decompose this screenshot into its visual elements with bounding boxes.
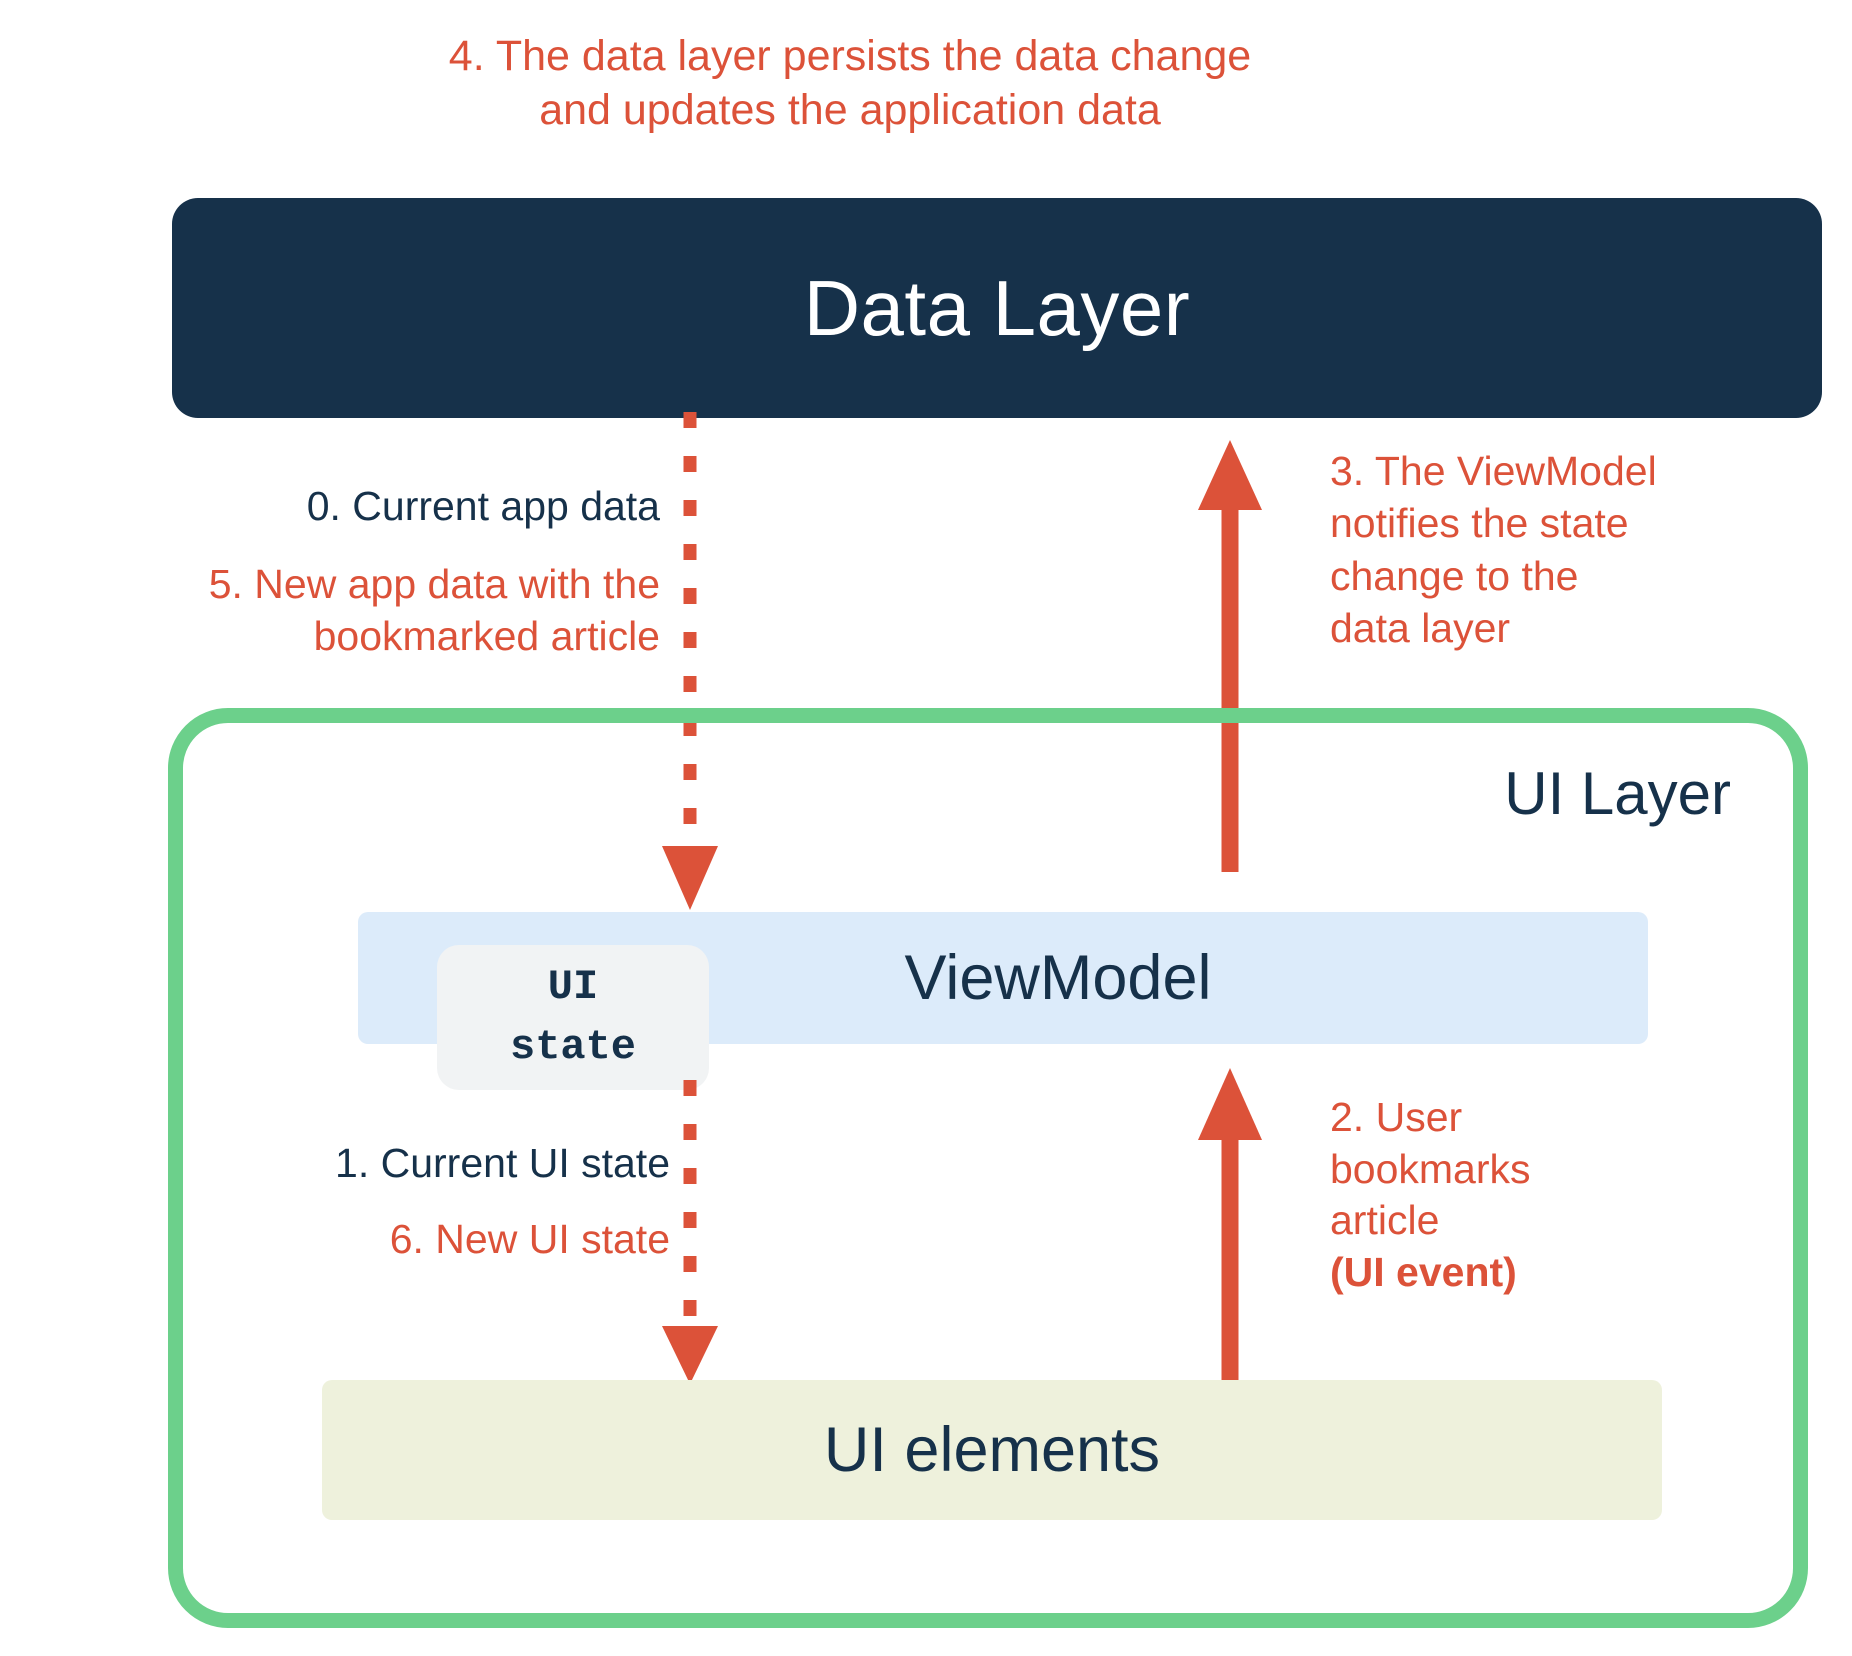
annotation-step-2-emphasis: (UI event) — [1330, 1248, 1517, 1295]
annotation-step-2: 2. User bookmarks article (UI event) — [1330, 1092, 1790, 1299]
ui-elements-box: UI elements — [322, 1380, 1662, 1520]
data-layer-box: Data Layer — [172, 198, 1822, 418]
dotted-arrow-viewmodel-to-ui-elements — [662, 1080, 718, 1384]
dotted-arrow-data-to-viewmodel — [662, 412, 718, 910]
annotation-step-0: 0. Current app data — [306, 483, 660, 529]
ui-layer-container: UI Layer — [168, 708, 1808, 1628]
data-layer-label: Data Layer — [803, 263, 1191, 352]
annotation-step-4: 4. The data layer persists the data chan… — [448, 32, 1252, 134]
annotation-step-6: 6. New UI state — [389, 1216, 670, 1262]
ui-layer-label: UI Layer — [1504, 760, 1731, 827]
viewmodel-label: ViewModel — [904, 943, 1212, 1013]
ui-state-chip: UI state — [437, 945, 709, 1090]
ui-elements-label: UI elements — [823, 1415, 1161, 1485]
solid-arrow-ui-elements-to-viewmodel — [1198, 1068, 1262, 1380]
annotation-step-5: 5. New app data with the bookmarked arti… — [208, 561, 660, 660]
solid-arrow-viewmodel-to-data-layer — [1198, 440, 1262, 872]
ui-state-chip-line-2: state — [509, 1022, 637, 1071]
annotation-step-2-text: 2. User bookmarks article — [1330, 1094, 1531, 1244]
annotation-step-3: 3. The ViewModel notifies the state chan… — [1330, 448, 1657, 652]
ui-state-chip-line-1: UI — [547, 962, 599, 1011]
annotation-step-1: 1. Current UI state — [335, 1140, 670, 1186]
